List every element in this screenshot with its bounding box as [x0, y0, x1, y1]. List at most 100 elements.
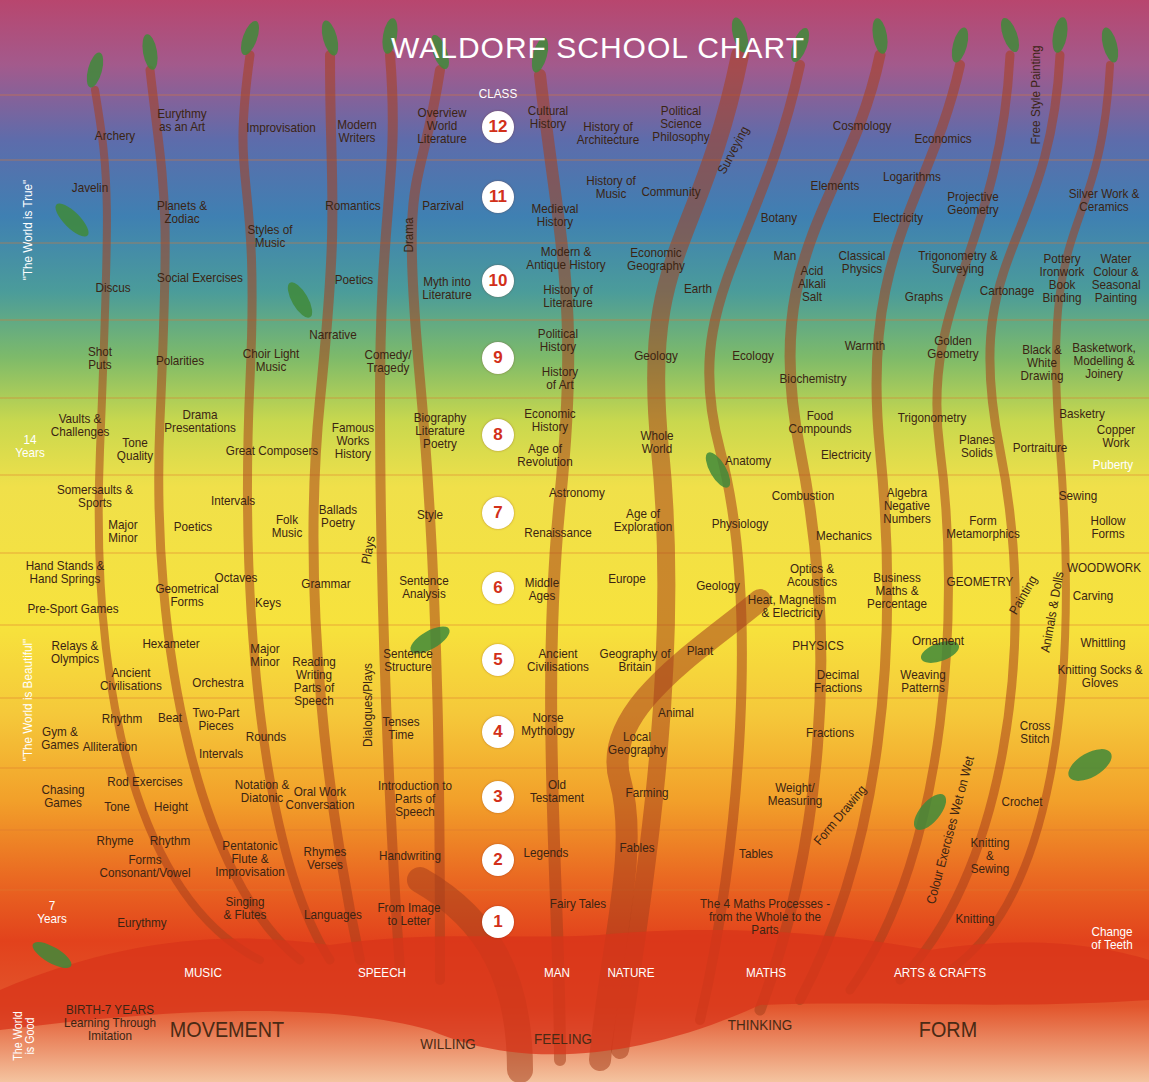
subject-label: Pre-Sport Games — [27, 602, 118, 615]
leaf — [84, 51, 107, 89]
stage-label: MAN — [544, 966, 570, 979]
subject-label: MOVEMENT — [170, 1019, 284, 1041]
subject-label: Chasing Games — [41, 783, 86, 809]
subject-label: Trigonometry — [898, 411, 966, 424]
stage-label: NATURE — [607, 966, 654, 979]
subject-label: Rhythm — [150, 834, 190, 847]
subject-label: Golden Geometry — [926, 334, 980, 360]
subject-label: Reading Writing Parts of Speech — [283, 655, 346, 707]
chart-title: WALDORF SCHOOL CHART — [391, 31, 805, 65]
subject-label: Plant — [687, 644, 714, 657]
subject-label: Ancient Civilisations — [95, 666, 167, 692]
subject-label: Basketry — [1059, 407, 1105, 420]
subject-label: Logarithms — [883, 170, 941, 183]
subject-label: Notation & Diatonic — [231, 778, 294, 804]
class-circle: 10 — [482, 265, 514, 297]
subject-label: Cartonage — [980, 284, 1035, 297]
subject-label: Community — [641, 185, 700, 198]
subject-label: Ornament — [912, 634, 964, 647]
subject-label: Old Testament — [530, 778, 584, 804]
subject-label: Graphs — [905, 290, 943, 303]
leaf — [1063, 743, 1117, 788]
subject-label: Weaving Patterns — [896, 668, 950, 694]
subject-label: Narrative — [309, 328, 356, 341]
class-number: 4 — [493, 722, 502, 742]
row-lines — [0, 95, 1149, 890]
subject-label: Polarities — [156, 354, 204, 367]
subject-label: Intervals — [199, 747, 243, 760]
subject-label: Tables — [739, 847, 773, 860]
subject-label: Hollow Forms — [1083, 514, 1133, 540]
subject-label: Vaults & Challenges — [44, 412, 116, 438]
subject-label: Fairy Tales — [550, 897, 606, 910]
subject-label: Acid Alkali Salt — [794, 264, 830, 303]
class-circle: 8 — [482, 419, 514, 451]
subject-label: History of Architecture — [565, 120, 651, 146]
subject-label: Biochemistry — [780, 372, 847, 385]
row-line — [0, 95, 1149, 96]
leaves — [29, 16, 1121, 973]
stage-label: Puberty — [1093, 458, 1133, 471]
subject-label: Basketwork, Modelling & Joinery — [1069, 341, 1139, 380]
subject-label: Biography Literature Poetry — [409, 411, 472, 450]
subject-label: Grammar — [301, 577, 350, 590]
subject-label: Projective Geometry — [941, 190, 1006, 216]
subject-label: WOODWORK — [1067, 561, 1141, 574]
subject-label: Cosmology — [833, 119, 892, 132]
class-circle: 4 — [482, 716, 514, 748]
class-number: 1 — [493, 912, 502, 932]
subject-label: Mechanics — [816, 529, 872, 542]
subject-label: Classical Physics — [834, 249, 890, 275]
subject-label: Economic Geography — [624, 246, 689, 272]
class-circle: 6 — [482, 572, 514, 604]
stage-label: "The World is True" — [21, 180, 34, 280]
subject-label: PHYSICS — [792, 639, 843, 652]
leaf — [870, 17, 890, 55]
subject-label: Sewing — [1059, 489, 1097, 502]
subject-label: Physiology — [712, 517, 769, 530]
subject-label: Legends — [524, 846, 569, 859]
subject-label: Eurythmy as an Art — [154, 107, 210, 133]
subject-label: Oral Work Conversation — [284, 785, 356, 811]
subject-label: Drama Presentations — [160, 408, 241, 434]
subject-label: Hexameter — [142, 637, 199, 650]
subject-label: Political History — [530, 327, 586, 353]
leaf — [1050, 16, 1070, 54]
subject-label: Hand Stands & Hand Springs — [20, 559, 110, 585]
subject-label: Overview World Literature — [411, 106, 474, 145]
subject-label: Beat — [158, 711, 182, 724]
subject-label: Political Science Philosophy — [648, 104, 715, 143]
subject-label: Trigonometry & Surveying — [915, 249, 1001, 275]
subject-label: Age of Exploration — [607, 507, 679, 533]
leaf — [997, 16, 1022, 55]
subject-label: Geology — [696, 579, 740, 592]
row-line — [0, 768, 1149, 769]
subject-label: Forms Consonant/Vowel — [96, 853, 195, 879]
subject-label: Pottery Ironwork Book Binding — [1036, 252, 1088, 304]
subject-label: Famous Works History — [326, 421, 380, 460]
subject-label: Languages — [304, 908, 362, 921]
subject-label: Decimal Fractions — [802, 668, 874, 694]
subject-label: BIRTH-7 YEARS Learning Through Imitation — [61, 1003, 160, 1042]
subject-label: Style — [417, 508, 443, 521]
subject-label: The 4 Maths Processes - from the Whole t… — [698, 897, 833, 936]
subject-label: Tone Quality — [112, 436, 159, 462]
subject-label: Styles of Music — [243, 223, 297, 249]
leaf — [140, 33, 160, 71]
stage-label: ARTS & CRAFTS — [894, 966, 986, 979]
subject-label: Form Metamorphics — [943, 514, 1024, 540]
subject-label: Portraiture — [1013, 441, 1068, 454]
subject-label: Combustion — [772, 489, 834, 502]
row-line — [0, 398, 1149, 399]
subject-label: Food Compounds — [789, 409, 852, 435]
subject-label: Black & White Drawing — [1016, 343, 1068, 382]
subject-label: Drama — [402, 217, 415, 252]
subject-label: Social Exercises — [157, 271, 243, 284]
subject-label: Earth — [684, 282, 712, 295]
subject-label: Norse Mythology — [517, 711, 580, 737]
subject-label: Age of Revolution — [516, 442, 574, 468]
subject-label: Anatomy — [725, 454, 771, 467]
subject-label: Copper Work — [1094, 423, 1137, 449]
